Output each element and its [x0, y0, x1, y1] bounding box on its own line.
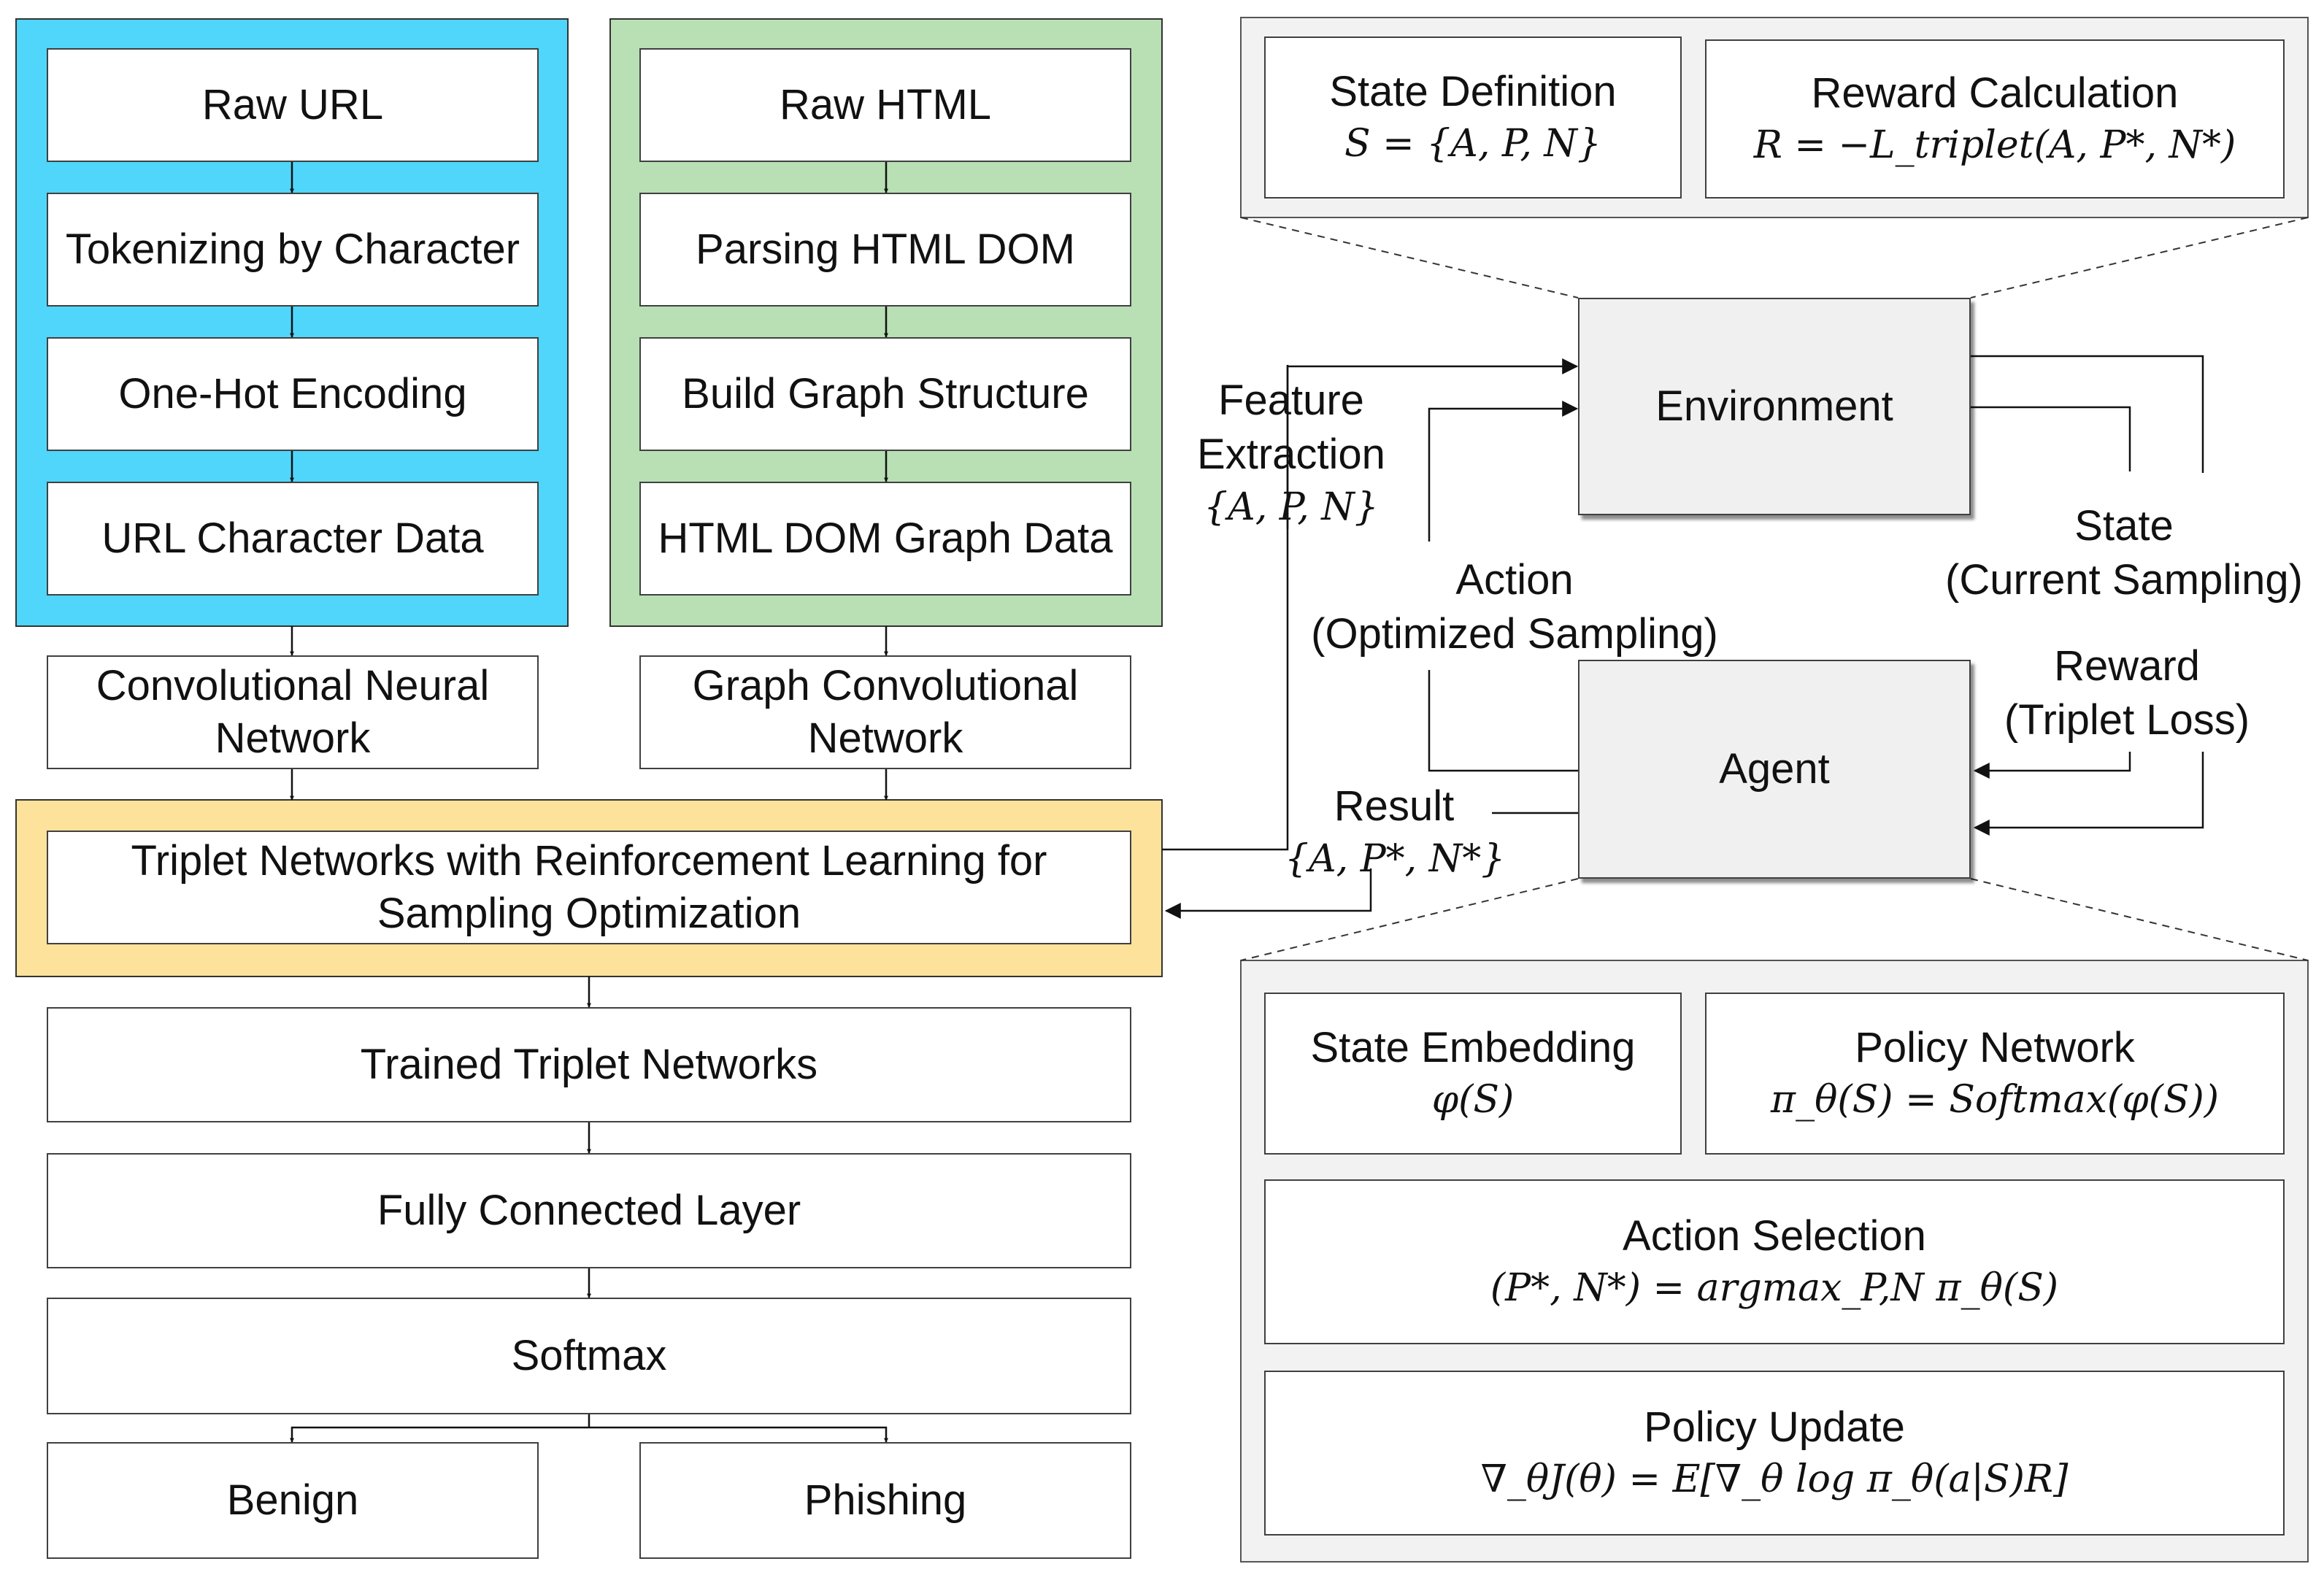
policy-network-box: Policy Network π_θ(S) = Softmax(φ(S))	[1705, 993, 2285, 1155]
zoom-line-env-right	[1970, 217, 2309, 298]
url-step-data: URL Character Data	[47, 482, 539, 596]
state-definition-box: State Definition S = {A, P, N}	[1264, 36, 1682, 199]
triplet-box: Triplet Networks with Reinforcement Lear…	[47, 831, 1131, 944]
state-embedding-box: State Embedding φ(S)	[1264, 993, 1682, 1155]
html-step-parse: Parsing HTML DOM	[639, 193, 1131, 307]
reward-text: Reward	[2054, 642, 2200, 690]
result-text: Result	[1334, 782, 1455, 830]
phishing-box: Phishing	[639, 1442, 1131, 1559]
benign-box: Benign	[47, 1442, 539, 1559]
reward-label: Reward (Triplet Loss)	[1981, 639, 2273, 747]
policy-network-title: Policy Network	[1855, 1024, 2135, 1071]
gcn-box: Graph Convolutional Network	[639, 655, 1131, 769]
arrow-reward-inner-bottom	[1973, 752, 2131, 779]
url-step-onehot: One-Hot Encoding	[47, 337, 539, 451]
html-step-data: HTML DOM Graph Data	[639, 482, 1131, 596]
agent-box: Agent	[1578, 660, 1971, 879]
environment-box: Environment	[1578, 298, 1971, 515]
policy-update-title: Policy Update	[1644, 1403, 1905, 1451]
action-label: Action (Optimized Sampling)	[1292, 553, 1737, 661]
action-selection-title: Action Selection	[1623, 1212, 1926, 1260]
arrow-phishing	[589, 1426, 888, 1443]
softmax-box: Softmax	[47, 1298, 1131, 1414]
reward-subtext: (Triplet Loss)	[2004, 696, 2250, 744]
state-embedding-title: State Embedding	[1310, 1024, 1636, 1071]
action-text: Action	[1455, 556, 1574, 604]
action-line-bottom	[1428, 670, 1578, 772]
arrow-reward-inner	[1971, 406, 2131, 471]
result-label: Result {A, P*, N*}	[1285, 779, 1506, 885]
arrow-feature-extraction-head	[1286, 358, 1579, 529]
state-embedding-formula: φ(S)	[1431, 1078, 1515, 1122]
zoom-line-agent-right	[1970, 878, 2309, 961]
url-step-raw: Raw URL	[47, 48, 539, 162]
state-subtext: (Current Sampling)	[1945, 556, 2303, 604]
arrow-state-outer	[1971, 355, 2204, 473]
feature-extraction-label: Feature Extraction {A, P, N}	[1175, 374, 1407, 533]
state-text: State	[2074, 502, 2174, 550]
state-label: State (Current Sampling)	[1927, 499, 2321, 607]
action-subtext: (Optimized Sampling)	[1311, 610, 1718, 658]
trained-triplet-box: Trained Triplet Networks	[47, 1007, 1131, 1122]
arrow-action-top	[1428, 401, 1579, 542]
url-step-tokenize: Tokenizing by Character	[47, 193, 539, 307]
html-step-raw: Raw HTML	[639, 48, 1131, 162]
policy-network-formula: π_θ(S) = Softmax(φ(S))	[1770, 1078, 2220, 1122]
feature-extraction-formula: {A, P, N}	[1204, 485, 1379, 529]
fc-layer-box: Fully Connected Layer	[47, 1153, 1131, 1268]
action-selection-box: Action Selection (P*, N*) = argmax_P,N π…	[1264, 1179, 2285, 1344]
result-formula: {A, P*, N*}	[1285, 837, 1506, 881]
state-definition-title: State Definition	[1329, 68, 1617, 115]
reward-calculation-box: Reward Calculation R = −L_triplet(A, P*,…	[1705, 39, 2285, 199]
arrow-result	[1164, 868, 1372, 919]
arrow-benign	[290, 1426, 589, 1443]
html-step-graph: Build Graph Structure	[639, 337, 1131, 451]
policy-update-box: Policy Update ∇_θJ(θ) = E[∇_θ log π_θ(a|…	[1264, 1371, 2285, 1536]
state-definition-formula: S = {A, P, N}	[1344, 122, 1602, 166]
zoom-line-env-left	[1240, 217, 1579, 298]
reward-calculation-formula: R = −L_triplet(A, P*, N*)	[1753, 123, 2236, 167]
action-selection-formula: (P*, N*) = argmax_P,N π_θ(S)	[1490, 1266, 2059, 1310]
arrow-state-outer-bottom	[1973, 752, 2204, 836]
reward-calculation-title: Reward Calculation	[1811, 69, 2179, 117]
policy-update-formula: ∇_θJ(θ) = E[∇_θ log π_θ(a|S)R]	[1480, 1457, 2069, 1501]
zoom-line-agent-left	[1240, 878, 1579, 961]
feature-extraction-text: Feature Extraction	[1197, 377, 1385, 478]
cnn-box: Convolutional Neural Network	[47, 655, 539, 769]
